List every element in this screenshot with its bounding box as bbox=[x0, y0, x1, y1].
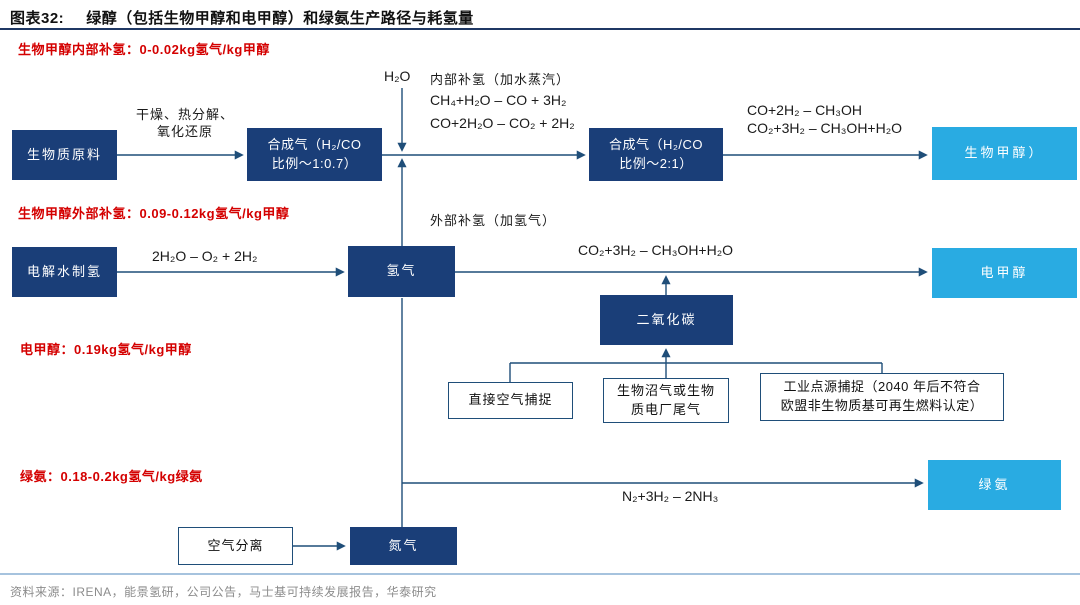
node-green-ammonia: 绿氨 bbox=[928, 460, 1061, 510]
node-syngas-2-1: 合成气（H₂/CO 比例～2:1） bbox=[589, 128, 723, 181]
label-smr-reaction: CH₄+H₂O – CO + 3H₂ bbox=[430, 92, 567, 108]
node-nitrogen: 氮气 bbox=[350, 527, 457, 565]
label-wgs-reaction: CO+2H₂O – CO₂ + 2H₂ bbox=[430, 115, 575, 131]
figure-header: 图表32: 绿醇（包括生物甲醇和电甲醇）和绿氨生产路径与耗氢量 bbox=[10, 7, 474, 28]
label-external-supplement: 外部补氢（加氢气） bbox=[430, 213, 557, 228]
node-syngas-1-0-7: 合成气（H₂/CO 比例～1:0.7） bbox=[247, 128, 382, 181]
figure-number: 图表32: bbox=[10, 10, 65, 27]
node-industrial-point-capture: 工业点源捕捉（2040 年后不符合 欧盟非生物质基可再生燃料认定） bbox=[760, 373, 1004, 421]
node-e-methanol: 电甲醇 bbox=[932, 248, 1077, 298]
bottom-divider bbox=[0, 573, 1080, 575]
node-direct-air-capture: 直接空气捕捉 bbox=[448, 382, 573, 419]
label-pretreatment: 干燥、热分解、 氧化还原 bbox=[135, 107, 234, 139]
label-e-meoh-reaction: CO₂+3H₂ – CH₃OH+H₂O bbox=[578, 242, 734, 258]
title-divider bbox=[0, 28, 1080, 30]
note-bio-external-h2: 生物甲醇外部补氢：0.09-0.12kg氢气/kg甲醇 bbox=[18, 206, 290, 221]
label-ammonia-reaction: N₂+3H₂ – 2NH₃ bbox=[622, 488, 719, 504]
figure-title: 绿醇（包括生物甲醇和电甲醇）和绿氨生产路径与耗氢量 bbox=[86, 10, 474, 27]
note-bio-internal-h2: 生物甲醇内部补氢：0-0.02kg氢气/kg甲醇 bbox=[18, 42, 270, 57]
label-meoh-synthesis-1: CO+2H₂ – CH₃OH bbox=[747, 102, 862, 118]
label-h2o: H₂O bbox=[384, 68, 411, 84]
node-bio-methanol: 生物甲醇） bbox=[932, 127, 1077, 180]
note-e-methanol-h2: 电甲醇：0.19kg氢气/kg甲醇 bbox=[20, 342, 192, 357]
node-water-electrolysis: 电解水制氢 bbox=[12, 247, 117, 297]
label-internal-supplement: 内部补氢（加水蒸汽） bbox=[430, 72, 571, 87]
label-electrolysis-reaction: 2H₂O – O₂ + 2H₂ bbox=[152, 248, 258, 264]
node-hydrogen: 氢气 bbox=[348, 246, 455, 297]
node-biogas-flue-gas: 生物沼气或生物 质电厂尾气 bbox=[603, 378, 729, 423]
source-note: 资料来源：IRENA，能景氢研，公司公告，马士基可持续发展报告，华泰研究 bbox=[10, 585, 437, 599]
node-biomass-feedstock: 生物质原料 bbox=[12, 130, 117, 180]
node-air-separation: 空气分离 bbox=[178, 527, 293, 565]
node-co2: 二氧化碳 bbox=[600, 295, 733, 345]
label-meoh-synthesis-2: CO₂+3H₂ – CH₃OH+H₂O bbox=[747, 120, 903, 136]
note-green-ammonia-h2: 绿氨：0.18-0.2kg氢气/kg绿氨 bbox=[20, 469, 203, 484]
